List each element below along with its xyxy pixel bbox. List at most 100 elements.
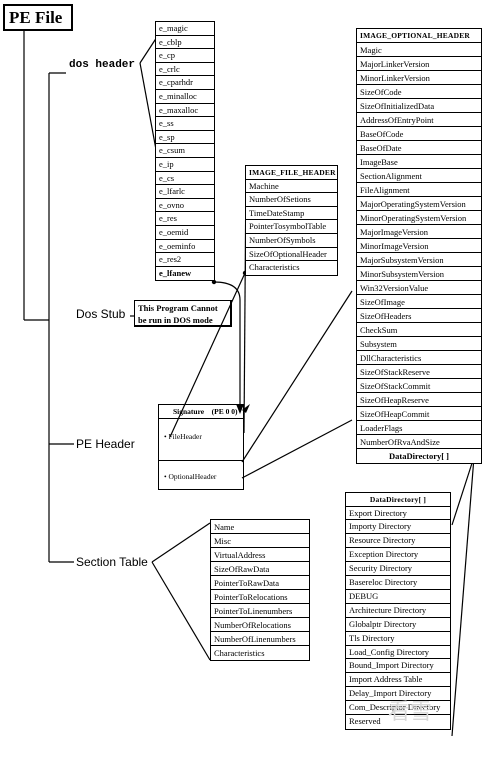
watermark-text: 看雪 [388, 700, 433, 725]
optional-header-field: SectionAlignment [357, 169, 481, 183]
dos-header-field: e_ss [156, 117, 214, 131]
dos-stub-box: This Program Cannot be run in DOS mode [134, 300, 232, 327]
dos-header-field: e_oemid [156, 226, 214, 240]
data-directory-field: Load_Config Directory [346, 646, 450, 660]
optional-header-field: BaseOfDate [357, 141, 481, 155]
optional-header-field: MajorImageVersion [357, 225, 481, 239]
dos-header-field: e_lfanew [159, 267, 192, 278]
optional-header-field: CheckSum [357, 323, 481, 337]
data-directory-field: Com_Descriptor Directory [346, 701, 450, 715]
dos-header-field: e_maxalloc [156, 104, 214, 118]
optional-header-field: SizeOfImage [357, 295, 481, 309]
optional-header-field: Win32VersionValue [357, 281, 481, 295]
data-directory-field: Importy Directory [346, 520, 450, 535]
section-table-field: PointerToRawData [211, 576, 309, 590]
optional-header-field: ImageBase [357, 155, 481, 169]
dos-header-field: e_ip [156, 158, 214, 172]
dos-stub-text: This Program Cannot be run in DOS mode [138, 303, 218, 325]
optional-header-field: SizeOfStackCommit [357, 379, 481, 393]
dos-header-field: e_cparhdr [156, 76, 214, 90]
section-table-field: VirtualAddress [211, 548, 309, 562]
dos-header-field: e_ovno [156, 199, 214, 213]
optional-header-field: LoaderFlags [357, 421, 481, 435]
dos-header-field: e_res2 [156, 253, 214, 267]
pe-header-box: Signature (PE 0 0) • FileHeader • Option… [158, 404, 244, 490]
section-table-field: Characteristics [214, 648, 265, 658]
section-table-field: Name [211, 520, 309, 534]
section-table-label: Section Table [76, 555, 148, 569]
section-table-field: NumberOfRelocations [211, 618, 309, 632]
optional-header-field: FileAlignment [357, 183, 481, 197]
dos-header-field: e_magic [156, 22, 214, 36]
file-header-item: • FileHeader [164, 432, 202, 441]
file-header-field: PointerTosymbolTable [246, 220, 337, 234]
data-directory-field: Reserved [349, 715, 381, 726]
section-table-field: NumberOfLinenumbers [211, 632, 309, 646]
dos-header-field: e_csum [156, 144, 214, 158]
data-directory-field: Globalptr Directory [346, 618, 450, 632]
dos-stub-label: Dos Stub [76, 307, 126, 321]
data-directory-field: Resource Directory [346, 534, 450, 549]
file-header-field: SizeOfOptionalHeader [246, 248, 337, 262]
dos-header-field: e_minalloc [156, 90, 214, 104]
dos-header-field: e_lfarlc [156, 185, 214, 199]
section-table-field: PointerToLinenumbers [211, 604, 309, 618]
dos-header-field: e_oeminfo [156, 240, 214, 254]
file-header-title: IMAGE_FILE_HEADER [246, 166, 337, 180]
dos-header-label: dos header [69, 59, 136, 71]
section-table-field: PointerToRelocations [211, 590, 309, 604]
optional-header-field: MinorImageVersion [357, 239, 481, 253]
file-header-label: FileHeader [168, 432, 202, 441]
optional-header-field: MajorOperatingSystemVersion [357, 197, 481, 211]
optional-header-field: SizeOfHeapReserve [357, 393, 481, 407]
optional-header-field: MajorLinkerVersion [357, 57, 481, 71]
dos-header-field: e_cp [156, 49, 214, 63]
file-header-field: NumberOfSetions [246, 193, 337, 207]
optional-header-field: Subsystem [357, 337, 481, 351]
optional-header-field: SizeOfCode [357, 85, 481, 99]
data-directory-field: Tls Directory [346, 632, 450, 646]
section-table-field: Misc [211, 534, 309, 548]
pe-file-title: PE File [3, 4, 73, 31]
data-directory-field: Architecture Directory [346, 604, 450, 618]
section-table-field: SizeOfRawData [211, 562, 309, 576]
data-directory-field: DEBUG [346, 590, 450, 604]
pe-header-label: PE Header [76, 437, 135, 451]
optional-header-field: Magic [357, 43, 481, 57]
data-directory-field: Delay_Import Directory [346, 687, 450, 702]
data-directory-field: Import Address Table [346, 673, 450, 688]
dos-header-field: e_cblp [156, 36, 214, 50]
data-directory-field: Export Directory [346, 507, 450, 521]
file-header-field: TimeDateStamp [246, 207, 337, 221]
data-directory-field: Bound_Import Directory [346, 659, 450, 674]
optional-header-field: SizeOfStackReserve [357, 365, 481, 379]
optional-header-field: NumberOfRvaAndSize [357, 435, 481, 449]
optional-header-field: BaseOfCode [357, 127, 481, 141]
dos-header-field: e_res [156, 212, 214, 226]
file-header-bullet: • [164, 432, 167, 441]
optional-header-field: AddressOfEntryPoint [357, 113, 481, 127]
optional-header-field: MinorLinkerVersion [357, 71, 481, 85]
optional-header-field: MinorOperatingSystemVersion [357, 211, 481, 225]
dos-header-field: e_sp [156, 131, 214, 145]
optional-header-label: OptionalHeader [168, 472, 217, 481]
optional-header-field: MajorSubsystemVersion [357, 253, 481, 267]
optional-header-field: MinorSubsystemVersion [357, 267, 481, 281]
file-header-field: Characteristics [249, 262, 300, 273]
optional-header-field: DataDirectory[ ] [388, 450, 450, 461]
data-directory-field: Exception Directory [346, 548, 450, 563]
data-directory-title: DataDirectory[ ] [346, 493, 450, 507]
optional-header-field: SizeOfHeaders [357, 309, 481, 323]
optional-header-item: • OptionalHeader [164, 472, 216, 481]
data-directory-field: Basereloc Directory [346, 576, 450, 590]
dos-header-field: e_cs [156, 172, 214, 186]
pe-signature: Signature (PE 0 0) [159, 405, 243, 419]
dos-header-field: e_crlc [156, 63, 214, 77]
optional-header-field: SizeOfInitializedData [357, 99, 481, 113]
